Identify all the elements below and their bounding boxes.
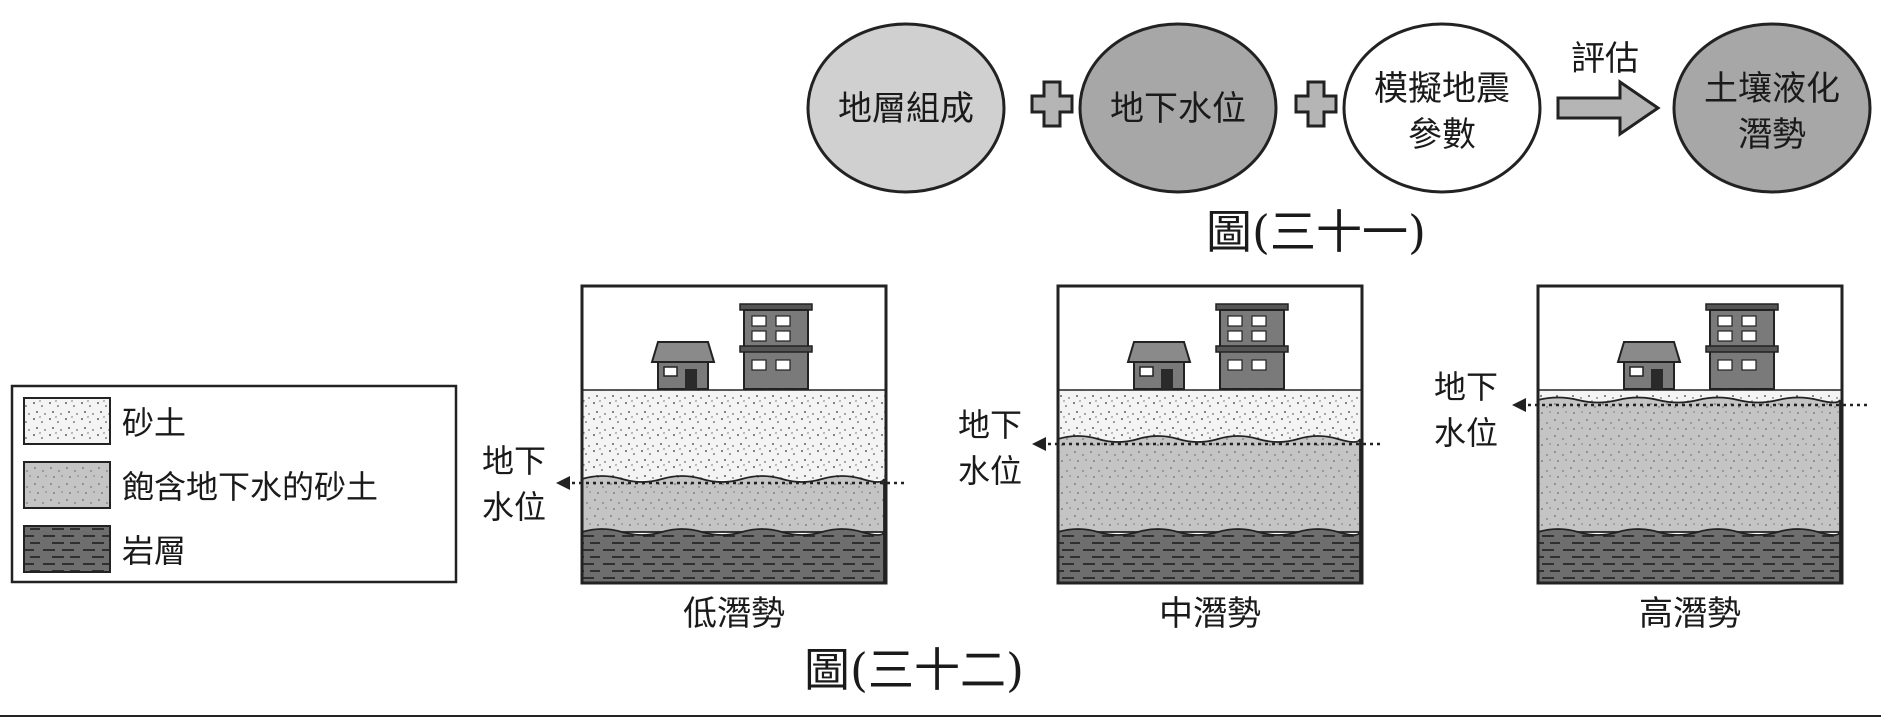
bedrock-layer <box>581 528 885 584</box>
water-table-arrow-icon <box>1512 398 1526 412</box>
water-table-arrow-icon <box>556 476 570 490</box>
arrow-label: 評估 <box>1571 39 1639 79</box>
figure32-caption: 圖(三十二) <box>804 643 1024 697</box>
panel-label: 低潛勢 <box>683 594 785 634</box>
panel-frame <box>580 284 888 585</box>
house-icon <box>1617 341 1681 390</box>
plus-icon <box>1294 80 1338 128</box>
legend-label-bedrock: 岩層 <box>122 532 186 570</box>
plus-icon <box>1030 80 1074 128</box>
bedrock-layer <box>1057 528 1361 584</box>
water-table-label-line2: 水位 <box>1434 414 1498 452</box>
legend: 砂土 飽含地下水的砂土 岩層 <box>10 384 458 584</box>
panel-medium-potential: 地下 水位 中潛勢 <box>958 284 1382 634</box>
water-table-arrow-icon <box>1032 437 1046 451</box>
node-liquefaction-line1: 土壤液化 <box>1704 69 1840 109</box>
saturated-sand-layer <box>1057 435 1361 533</box>
node-liquefaction-potential <box>1672 22 1872 194</box>
node-strata <box>806 22 1006 194</box>
legend-label-saturated-sand: 飽含地下水的砂土 <box>122 468 378 506</box>
water-table-label-line1: 地下 <box>482 442 546 480</box>
panel-high-potential: 地下 水位 高潛勢 <box>1434 284 1868 634</box>
flowchart: 地層組成 地下水位 模擬地震 參數 評估 土壤液化 潛勢 圖(三十一) <box>806 22 1872 259</box>
sand-layer <box>582 390 886 480</box>
legend-label-sand: 砂土 <box>122 404 186 442</box>
building-icon <box>1215 303 1289 390</box>
legend-swatch-sand <box>23 397 111 445</box>
panel-low-potential: 地下 水位 低潛勢 <box>482 284 906 634</box>
panel-frame <box>1056 284 1364 585</box>
water-table-label-line2: 水位 <box>482 488 546 526</box>
panel-label: 中潛勢 <box>1159 594 1261 634</box>
saturated-sand-layer <box>1537 396 1841 533</box>
water-table-label-line1: 地下 <box>958 406 1022 444</box>
legend-swatch-bedrock <box>23 525 111 573</box>
node-earthquake-params <box>1342 22 1542 194</box>
building-icon <box>739 303 813 390</box>
figure31-caption: 圖(三十一) <box>1206 205 1426 259</box>
sand-layer <box>1058 390 1362 440</box>
panel-label: 高潛勢 <box>1639 594 1741 634</box>
panel-frame <box>1536 284 1844 585</box>
node-strata-label: 地層組成 <box>838 89 974 129</box>
water-table-label-line1: 地下 <box>1434 368 1498 406</box>
arrow-right-icon <box>1556 79 1661 137</box>
node-liquefaction-line2: 潛勢 <box>1738 115 1806 155</box>
sand-layer <box>1538 390 1842 402</box>
node-earthquake-params-line1: 模擬地震 <box>1374 69 1510 109</box>
house-icon <box>651 341 715 390</box>
saturated-sand-layer <box>581 475 885 533</box>
node-water-table-label: 地下水位 <box>1110 89 1246 129</box>
building-icon <box>1705 303 1779 390</box>
node-water-table <box>1078 22 1278 194</box>
bedrock-layer <box>1537 528 1841 584</box>
house-icon <box>1127 341 1191 390</box>
legend-swatch-saturated-sand <box>23 461 111 509</box>
water-table-label-line2: 水位 <box>958 452 1022 490</box>
node-earthquake-params-line2: 參數 <box>1408 115 1476 155</box>
